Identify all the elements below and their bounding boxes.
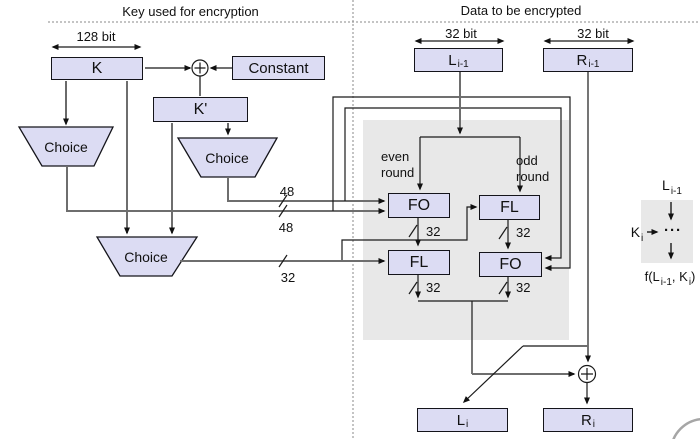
bus-48-b — [66, 166, 386, 214]
odd-round-label: odd round — [516, 153, 550, 184]
fl-odd-out-label: 32 — [516, 225, 531, 240]
data-section-header: Data to be encrypted — [460, 3, 582, 18]
r-in-subscript: i-1 — [588, 58, 600, 70]
k-width-label: 128 bit — [76, 29, 116, 44]
xor-data-icon — [577, 364, 597, 384]
l-out-label: L — [456, 411, 466, 429]
l-out-subscript: i — [466, 418, 469, 430]
even-round-label: even round — [381, 149, 415, 180]
l-in-subscript: i-1 — [457, 58, 469, 70]
legend-key-label: Ki — [630, 224, 644, 244]
wire-merge-bus — [418, 300, 508, 374]
round-function-panel — [363, 120, 569, 340]
fo-odd-box: FO — [479, 252, 542, 277]
choice-top-label: Choice — [44, 139, 88, 155]
choice-bottom-label: Choice — [124, 249, 168, 265]
choice-top-shape — [17, 126, 115, 167]
bus-48-a-wrap — [344, 107, 562, 261]
r-width-label: 32 bit — [577, 26, 609, 41]
legend-ellipsis: ··· — [664, 222, 682, 239]
bus-32-label: 32 — [280, 270, 296, 285]
bus-32-branch-to-fl-odd — [341, 204, 478, 260]
fl-even-out-label: 32 — [426, 280, 441, 295]
fo-odd-out-label: 32 — [516, 280, 531, 295]
choice-mid-label: Choice — [205, 150, 249, 166]
r-out-subscript: i — [592, 418, 596, 430]
key-section-header: Key used for encryption — [122, 4, 259, 19]
wire-r-to-l-out — [462, 345, 524, 404]
constant-box: Constant — [232, 56, 325, 80]
bus-48-b-wrap — [332, 96, 571, 271]
r-out-label: R — [580, 411, 592, 429]
fo-even-out-label: 32 — [426, 224, 441, 239]
xor-key-icon — [191, 59, 209, 77]
bus-slashes — [278, 194, 508, 295]
choice-mid-shape — [176, 137, 279, 178]
r-in-label: R — [576, 51, 588, 69]
corner-arc — [672, 417, 700, 439]
legend-input-label: Li-1 — [662, 177, 682, 197]
bus-48-a-label: 48 — [279, 184, 295, 199]
l-width-label: 32 bit — [445, 26, 477, 41]
k-prime-box: K' — [153, 97, 248, 122]
fl-even-box: FL — [388, 250, 450, 275]
fo-even-box: FO — [388, 193, 450, 218]
l-in-label: L — [448, 51, 457, 69]
bus-48-a — [227, 177, 386, 204]
legend-output-label: f(Li-1, Ki) — [644, 269, 696, 289]
k-box: K — [51, 57, 143, 80]
choice-bottom-shape — [95, 236, 199, 277]
fl-odd-box: FL — [479, 195, 540, 220]
bus-48-b-label: 48 — [278, 220, 294, 235]
